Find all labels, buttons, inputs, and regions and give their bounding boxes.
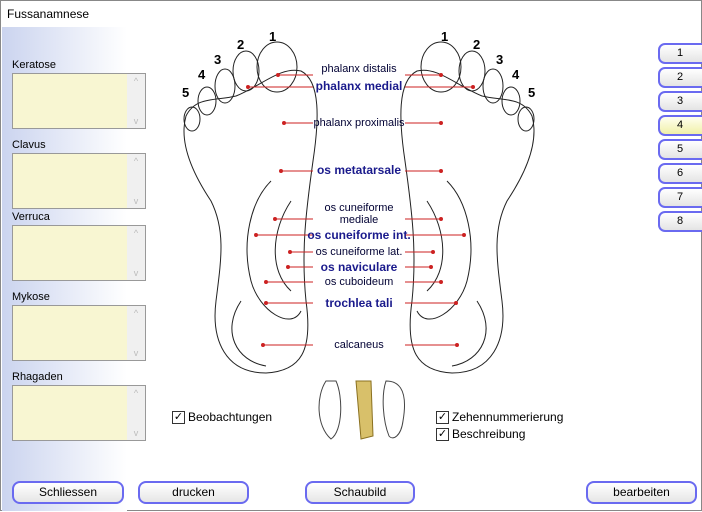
left-foot [183, 41, 318, 374]
field-textarea-1[interactable]: ^v [12, 153, 146, 209]
foot-label: calcaneus [334, 339, 384, 351]
pointer-dot [246, 85, 250, 89]
toe-number-right: 2 [473, 37, 481, 52]
tab-1[interactable]: 1 [658, 43, 702, 64]
pointer-dot [282, 121, 286, 125]
scrollbar[interactable]: ^v [127, 226, 145, 280]
pointer-dot [276, 73, 280, 77]
tab-4[interactable]: 4 [658, 115, 702, 136]
pointer-dot [261, 343, 265, 347]
pointer-dot [439, 280, 443, 284]
pointer-dot [264, 280, 268, 284]
close-button[interactable]: Schliessen [12, 481, 124, 504]
edit-button[interactable]: bearbeiten [586, 481, 697, 504]
scrollbar[interactable]: ^v [127, 386, 145, 440]
scrollbar[interactable]: ^v [127, 74, 145, 128]
pointer-dot [264, 301, 268, 305]
checkbox-box[interactable]: ✓ [436, 410, 449, 424]
foot-label: os naviculare [320, 260, 398, 274]
checkbox-box[interactable]: ✓ [436, 427, 449, 441]
scrollbar[interactable]: ^v [127, 306, 145, 360]
toe-number-left: 2 [237, 37, 245, 52]
pointer-dot [288, 250, 292, 254]
foot-label: os cuneiforme mediale [324, 202, 394, 226]
pointer-dot [286, 265, 290, 269]
pointer-dot [471, 85, 475, 89]
toe-number-left: 3 [214, 52, 222, 67]
toe-number-left: 5 [182, 85, 190, 100]
foot-label: trochlea tali [325, 296, 393, 310]
field-textarea-4[interactable]: ^v [12, 385, 146, 441]
field-label-2: Verruca [12, 211, 50, 223]
window-title: Fussanamnese [7, 7, 90, 21]
scrollbar[interactable]: ^v [127, 154, 145, 208]
foot-label: phalanx medial [315, 79, 403, 93]
tab-3[interactable]: 3 [658, 91, 702, 112]
field-label-3: Mykose [12, 291, 50, 303]
pointer-dot [439, 217, 443, 221]
toe-number-left: 1 [269, 29, 277, 44]
foot-label: os cuneiforme lat. [315, 246, 403, 258]
toe-number-left: 4 [198, 67, 206, 82]
beschreibung-checkbox[interactable]: ✓Beschreibung [436, 427, 525, 441]
pointer-dot [462, 233, 466, 237]
tab-5[interactable]: 5 [658, 139, 702, 160]
field-textarea-3[interactable]: ^v [12, 305, 146, 361]
field-label-0: Keratose [12, 59, 57, 71]
pointer-dot [273, 217, 277, 221]
tab-8[interactable]: 8 [658, 211, 702, 232]
print-button[interactable]: drucken [138, 481, 249, 504]
pointer-dot [439, 169, 443, 173]
pointer-dot [439, 73, 443, 77]
right-foot [400, 41, 535, 374]
foot-label: os cuneiforme int. [307, 228, 411, 242]
pointer-dot [455, 343, 459, 347]
field-label-4: Rhagaden [12, 371, 63, 383]
tab-7[interactable]: 7 [658, 187, 702, 208]
field-textarea-0[interactable]: ^v [12, 73, 146, 129]
mini-foot-icons [318, 380, 405, 440]
checkbox-label: Beschreibung [452, 427, 526, 441]
foot-label: os cuboideum [324, 276, 394, 288]
tab-6[interactable]: 6 [658, 163, 702, 184]
pointer-dot [454, 301, 458, 305]
pointer-dot [279, 169, 283, 173]
toe-number-right: 1 [441, 29, 449, 44]
tab-2[interactable]: 2 [658, 67, 702, 88]
foot-label: os metatarsale [316, 163, 402, 177]
checkbox-label: Zehennummerierung [452, 410, 564, 424]
checkbox-label: Beobachtungen [188, 410, 273, 424]
diagram-button[interactable]: Schaubild [305, 481, 415, 504]
pointer-dot [429, 265, 433, 269]
toe-number-right: 4 [512, 67, 520, 82]
pointer-dot [431, 250, 435, 254]
toe-number-right: 3 [496, 52, 504, 67]
field-label-1: Clavus [12, 139, 46, 151]
toe-number-right: 5 [528, 85, 536, 100]
pointer-dot [254, 233, 258, 237]
foot-label: phalanx proximalis [313, 117, 405, 129]
zehennummerierung-checkbox[interactable]: ✓Zehennummerierung [436, 410, 563, 424]
beobachtungen-checkbox[interactable]: ✓Beobachtungen [172, 410, 272, 424]
checkbox-box[interactable]: ✓ [172, 410, 185, 424]
field-textarea-2[interactable]: ^v [12, 225, 146, 281]
pointer-dot [439, 121, 443, 125]
foot-label: phalanx distalis [321, 63, 397, 75]
